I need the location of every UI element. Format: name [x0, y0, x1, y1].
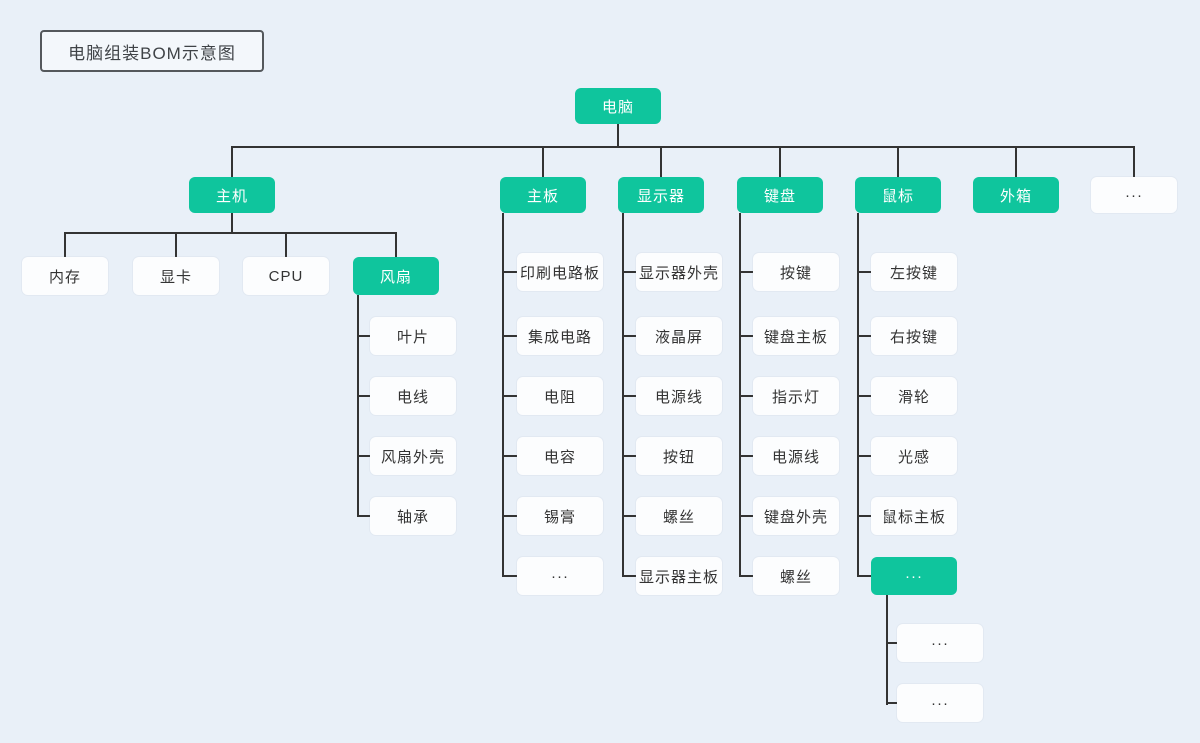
connector-mouse-tick-6: [857, 575, 872, 577]
node-capacitor[interactable]: 电容: [517, 437, 603, 475]
connector-mouse-tick-3: [857, 395, 872, 397]
connector-fan-tick-1: [357, 335, 371, 337]
connector-drop-gpu: [175, 232, 177, 258]
node-monitor-board[interactable]: 显示器主板: [636, 557, 722, 595]
connector-fan-tick-4: [357, 515, 371, 517]
connector-mainboard-tick-6: [502, 575, 518, 577]
connector-drop-keyboard: [779, 146, 781, 177]
connector-fan-tick-3: [357, 455, 371, 457]
node-gpu[interactable]: 显卡: [133, 257, 219, 295]
connector-fan-spine: [357, 295, 359, 517]
connector-drop-mouse: [897, 146, 899, 177]
node-case[interactable]: 外箱: [973, 177, 1059, 213]
node-more-top[interactable]: ···: [1091, 177, 1177, 213]
connector-monitor-tick-4: [622, 455, 637, 457]
connector-keyboard-tick-2: [739, 335, 754, 337]
connector-drop-host: [231, 146, 233, 177]
connector-main-bus: [231, 146, 1135, 148]
node-optical-sensor[interactable]: 光感: [871, 437, 957, 475]
connector-fan-tick-2: [357, 395, 371, 397]
node-fan-blade[interactable]: 叶片: [370, 317, 456, 355]
connector-drop-memory: [64, 232, 66, 258]
node-monitor-shell[interactable]: 显示器外壳: [636, 253, 722, 291]
node-keyboard[interactable]: 键盘: [737, 177, 823, 213]
node-more-child-2[interactable]: ···: [897, 684, 983, 722]
connector-drop-case: [1015, 146, 1017, 177]
connector-mainboard-tick-3: [502, 395, 518, 397]
connector-host-drop: [231, 213, 233, 234]
node-fan[interactable]: 风扇: [353, 257, 439, 295]
node-fan-bearing[interactable]: 轴承: [370, 497, 456, 535]
node-mouse-board[interactable]: 鼠标主板: [871, 497, 957, 535]
connector-drop-fan: [395, 232, 397, 258]
connector-keyboard-tick-4: [739, 455, 754, 457]
node-computer[interactable]: 电脑: [575, 88, 661, 124]
connector-mouse-tick-4: [857, 455, 872, 457]
connector-drop-mainboard: [542, 146, 544, 177]
connector-host-bus: [64, 232, 397, 234]
node-memory[interactable]: 内存: [22, 257, 108, 295]
connector-root-drop: [617, 124, 619, 147]
connector-monitor-tick-6: [622, 575, 637, 577]
node-keyboard-shell[interactable]: 键盘外壳: [753, 497, 839, 535]
node-left-button[interactable]: 左按键: [871, 253, 957, 291]
node-mouse[interactable]: 鼠标: [855, 177, 941, 213]
connector-mouse-more-tick-2: [886, 702, 898, 704]
node-right-button[interactable]: 右按键: [871, 317, 957, 355]
node-more-child-1[interactable]: ···: [897, 624, 983, 662]
connector-mainboard-tick-4: [502, 455, 518, 457]
connector-drop-cpu: [285, 232, 287, 258]
connector-mouse-more-spine: [886, 595, 888, 705]
node-monitor-button[interactable]: 按钮: [636, 437, 722, 475]
node-mouse-more[interactable]: ···: [871, 557, 957, 595]
node-fan-shell[interactable]: 风扇外壳: [370, 437, 456, 475]
connector-monitor-tick-2: [622, 335, 637, 337]
connector-mouse-tick-1: [857, 271, 872, 273]
connector-mouse-tick-2: [857, 335, 872, 337]
node-fan-wire[interactable]: 电线: [370, 377, 456, 415]
connector-mainboard-tick-1: [502, 271, 518, 273]
connector-keyboard-tick-3: [739, 395, 754, 397]
node-monitor[interactable]: 显示器: [618, 177, 704, 213]
connector-monitor-tick-5: [622, 515, 637, 517]
connector-monitor-tick-3: [622, 395, 637, 397]
connector-drop-monitor: [660, 146, 662, 177]
node-lcd-screen[interactable]: 液晶屏: [636, 317, 722, 355]
connector-mainboard-tick-5: [502, 515, 518, 517]
node-indicator-light[interactable]: 指示灯: [753, 377, 839, 415]
connector-monitor-tick-1: [622, 271, 637, 273]
node-mainboard[interactable]: 主板: [500, 177, 586, 213]
node-cpu[interactable]: CPU: [243, 257, 329, 295]
connector-keyboard-tick-6: [739, 575, 754, 577]
node-host[interactable]: 主机: [189, 177, 275, 213]
node-ic[interactable]: 集成电路: [517, 317, 603, 355]
node-solder-paste[interactable]: 锡膏: [517, 497, 603, 535]
node-monitor-power-cord[interactable]: 电源线: [636, 377, 722, 415]
node-monitor-screw[interactable]: 螺丝: [636, 497, 722, 535]
connector-mouse-more-tick-1: [886, 642, 898, 644]
connector-drop-more: [1133, 146, 1135, 177]
diagram-title[interactable]: 电脑组装BOM示意图: [40, 30, 264, 72]
node-scroll-wheel[interactable]: 滑轮: [871, 377, 957, 415]
node-keyboard-power-cord[interactable]: 电源线: [753, 437, 839, 475]
node-pcb[interactable]: 印刷电路板: [517, 253, 603, 291]
connector-keyboard-tick-1: [739, 271, 754, 273]
connector-keyboard-tick-5: [739, 515, 754, 517]
connector-mouse-tick-5: [857, 515, 872, 517]
node-keycap[interactable]: 按键: [753, 253, 839, 291]
node-keyboard-board[interactable]: 键盘主板: [753, 317, 839, 355]
connector-mainboard-tick-2: [502, 335, 518, 337]
node-mainboard-more[interactable]: ···: [517, 557, 603, 595]
node-resistor[interactable]: 电阻: [517, 377, 603, 415]
node-keyboard-screw[interactable]: 螺丝: [753, 557, 839, 595]
